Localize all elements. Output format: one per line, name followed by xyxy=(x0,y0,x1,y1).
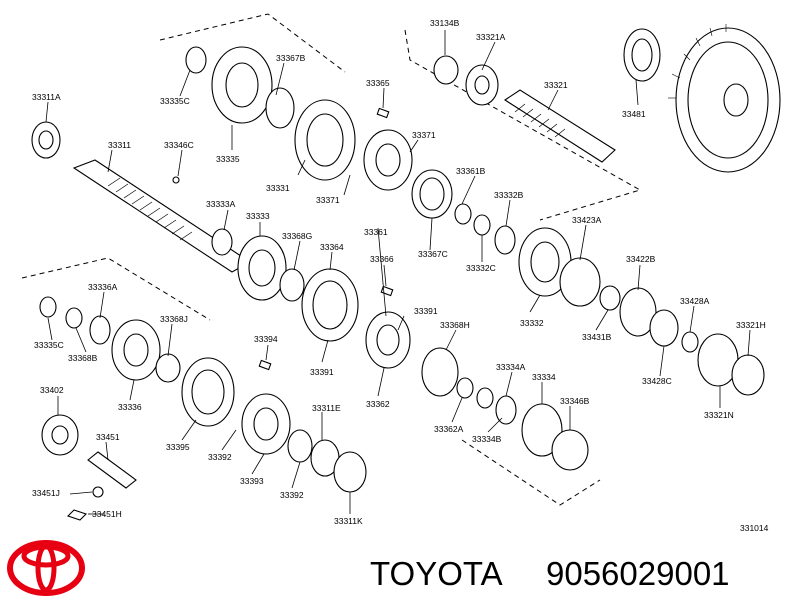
part-label: 33451H xyxy=(92,509,122,519)
part-label: 33134B xyxy=(430,18,460,28)
part-label: 33481 xyxy=(622,109,646,119)
brand-name: TOYOTA xyxy=(370,555,503,592)
part-label: 33392 xyxy=(208,452,232,462)
part-label: 33311 xyxy=(108,140,131,150)
part-label: 33423A xyxy=(572,215,602,225)
part-label: 33334A xyxy=(496,362,526,372)
part-label: 33334 xyxy=(532,372,556,382)
leader-lines xyxy=(45,30,751,515)
group-outline-bottom xyxy=(461,439,601,506)
part-label: 33367B xyxy=(276,53,306,63)
part-label: 33361B xyxy=(456,166,486,176)
part-label: 33392 xyxy=(280,490,304,500)
part-label: 33321 xyxy=(544,80,568,90)
group-outline-upper xyxy=(159,13,346,73)
part-label: 33311A xyxy=(32,92,61,102)
part-label: 33346B xyxy=(560,396,590,406)
part-label: 33335C xyxy=(160,96,190,106)
part-label: 33451J xyxy=(32,488,60,498)
part-label: 33333 xyxy=(246,211,270,221)
part-label: 33431B xyxy=(582,332,612,342)
part-label: 33422B xyxy=(626,254,656,264)
part-label: 33346C xyxy=(164,140,194,150)
part-label: 33368G xyxy=(282,231,312,241)
part-labels: 33134B 33321A 33335C 33367B 33365 33321 … xyxy=(32,18,766,526)
part-label: 33333A xyxy=(206,199,236,209)
part-label: 33335 xyxy=(216,154,240,164)
part-label: 33311E xyxy=(312,403,341,413)
part-label: 33336A xyxy=(88,282,118,292)
part-label: 33451 xyxy=(96,432,120,442)
part-label: 33428A xyxy=(680,296,710,306)
part-label: 33368H xyxy=(440,320,470,330)
part-label: 33361 xyxy=(364,227,388,237)
part-label: 33368B xyxy=(68,353,98,363)
output-shaft xyxy=(503,89,616,163)
part-label: 33395 xyxy=(166,442,190,452)
part-label: 33394 xyxy=(254,334,278,344)
part-label: 33311K xyxy=(334,516,363,526)
part-label: 33371 xyxy=(412,130,436,140)
part-label: 33366 xyxy=(370,254,394,264)
parts xyxy=(31,28,765,521)
part-label: 33391 xyxy=(414,306,438,316)
part-label: 33321H xyxy=(736,320,766,330)
group-outline-left xyxy=(21,257,211,321)
part-label: 33332B xyxy=(494,190,524,200)
part-label: 33334B xyxy=(472,434,502,444)
part-number: 9056029001 xyxy=(546,555,730,592)
part-label: 33332C xyxy=(466,263,496,273)
ring-gear xyxy=(668,24,781,173)
part-label: 33332 xyxy=(520,318,544,328)
part-label: 33368J xyxy=(160,314,188,324)
group-outline-right xyxy=(404,29,642,221)
part-label: 33335C xyxy=(34,340,64,350)
part-label: 33321A xyxy=(476,32,506,42)
part-label: 33336 xyxy=(118,402,142,412)
part-label: 33321N xyxy=(704,410,734,420)
part-label: 33365 xyxy=(366,78,390,88)
part-label: 33362 xyxy=(366,399,390,409)
part-label: 33402 xyxy=(40,385,64,395)
toyota-logo-icon xyxy=(7,540,85,596)
part-label: 33393 xyxy=(240,476,264,486)
part-label: 33362A xyxy=(434,424,464,434)
part-label: 33428C xyxy=(642,376,672,386)
part-label: 33371 xyxy=(316,195,340,205)
part-label: 33391 xyxy=(310,367,334,377)
part-label: 33367C xyxy=(418,249,448,259)
part-label: 33364 xyxy=(320,242,344,252)
part-label: 33331 xyxy=(266,183,290,193)
diagram-reference-code: 331014 xyxy=(740,523,769,533)
